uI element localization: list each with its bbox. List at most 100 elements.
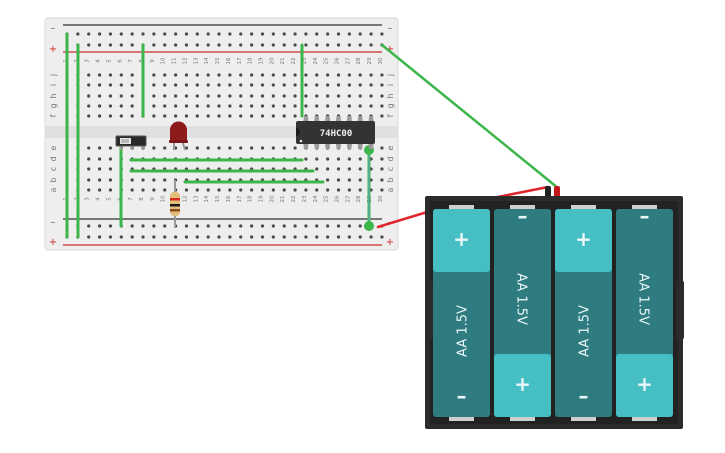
breadboard-hole[interactable]	[380, 167, 384, 171]
breadboard-hole[interactable]	[380, 83, 384, 87]
breadboard-hole[interactable]	[250, 94, 254, 98]
breadboard-hole[interactable]	[326, 94, 330, 98]
battery-pack[interactable]: +–AA 1.5V+–AA 1.5V+–AA 1.5V+–AA 1.5V	[425, 186, 684, 429]
breadboard-hole[interactable]	[369, 104, 373, 108]
breadboard-hole[interactable]	[347, 188, 351, 192]
rail-hole[interactable]	[239, 235, 243, 239]
breadboard-hole[interactable]	[141, 188, 145, 192]
breadboard-hole[interactable]	[206, 114, 210, 118]
breadboard-hole[interactable]	[358, 94, 362, 98]
switch-slider[interactable]	[120, 138, 131, 144]
breadboard-hole[interactable]	[228, 73, 232, 77]
breadboard-hole[interactable]	[369, 94, 373, 98]
rail-hole[interactable]	[87, 235, 91, 239]
breadboard-hole[interactable]	[108, 83, 113, 87]
breadboard-hole[interactable]	[271, 114, 275, 118]
breadboard-hole[interactable]	[206, 188, 210, 192]
breadboard-hole[interactable]	[152, 94, 156, 98]
breadboard-hole[interactable]	[217, 83, 221, 87]
breadboard-hole[interactable]	[97, 104, 102, 108]
rail-hole[interactable]	[260, 32, 265, 36]
rail-hole[interactable]	[206, 32, 210, 36]
rail-hole[interactable]	[315, 224, 319, 228]
breadboard-hole[interactable]	[184, 188, 189, 192]
rail-hole[interactable]	[271, 224, 275, 228]
breadboard-hole[interactable]	[228, 114, 232, 118]
breadboard-hole[interactable]	[282, 188, 286, 192]
rail-hole[interactable]	[358, 224, 362, 228]
breadboard-hole[interactable]	[87, 83, 91, 87]
rail-hole[interactable]	[336, 32, 341, 36]
breadboard-hole[interactable]	[347, 157, 351, 161]
breadboard-hole[interactable]	[87, 94, 91, 98]
breadboard-hole[interactable]	[293, 104, 297, 108]
breadboard-hole[interactable]	[119, 114, 123, 118]
breadboard-hole[interactable]	[228, 94, 232, 98]
rail-hole[interactable]	[358, 235, 362, 239]
breadboard-hole[interactable]	[87, 73, 91, 77]
rail-hole[interactable]	[108, 43, 113, 47]
breadboard-hole[interactable]	[282, 83, 286, 87]
breadboard-hole[interactable]	[152, 178, 156, 182]
breadboard-hole[interactable]	[97, 167, 102, 171]
breadboard-hole[interactable]	[304, 94, 308, 98]
breadboard-hole[interactable]	[326, 83, 330, 87]
rail-hole[interactable]	[369, 32, 373, 36]
breadboard-hole[interactable]	[358, 188, 362, 192]
rail-hole[interactable]	[195, 235, 199, 239]
breadboard-hole[interactable]	[174, 94, 178, 98]
breadboard-hole[interactable]	[206, 73, 210, 77]
rail-hole[interactable]	[217, 224, 221, 228]
rail-hole[interactable]	[119, 32, 123, 36]
breadboard-hole[interactable]	[293, 188, 297, 192]
breadboard-hole[interactable]	[119, 83, 123, 87]
breadboard-hole[interactable]	[130, 104, 134, 108]
breadboard-hole[interactable]	[304, 83, 308, 87]
rail-hole[interactable]	[195, 32, 199, 36]
rail-hole[interactable]	[195, 43, 199, 47]
breadboard-hole[interactable]	[271, 73, 275, 77]
rail-hole[interactable]	[293, 43, 297, 47]
breadboard-hole[interactable]	[152, 73, 156, 77]
rail-hole[interactable]	[380, 32, 384, 36]
breadboard-hole[interactable]	[228, 188, 232, 192]
breadboard-hole[interactable]	[152, 83, 156, 87]
breadboard-hole[interactable]	[315, 167, 319, 171]
breadboard-hole[interactable]	[239, 104, 243, 108]
breadboard-hole[interactable]	[260, 104, 265, 108]
breadboard-hole[interactable]	[217, 94, 221, 98]
breadboard-hole[interactable]	[250, 114, 254, 118]
breadboard-hole[interactable]	[184, 104, 189, 108]
breadboard-hole[interactable]	[174, 73, 178, 77]
breadboard-hole[interactable]	[163, 188, 167, 192]
breadboard-hole[interactable]	[347, 94, 351, 98]
breadboard-hole[interactable]	[108, 157, 113, 161]
breadboard-hole[interactable]	[228, 146, 232, 150]
rail-hole[interactable]	[97, 43, 102, 47]
rail-hole[interactable]	[239, 43, 243, 47]
rail-hole[interactable]	[304, 235, 308, 239]
rail-hole[interactable]	[108, 32, 113, 36]
breadboard-hole[interactable]	[271, 83, 275, 87]
rail-hole[interactable]	[87, 32, 91, 36]
breadboard-hole[interactable]	[304, 157, 308, 161]
breadboard-hole[interactable]	[174, 114, 178, 118]
rail-hole[interactable]	[217, 32, 221, 36]
rail-hole[interactable]	[304, 43, 308, 47]
rail-hole[interactable]	[228, 224, 232, 228]
rail-hole[interactable]	[152, 43, 156, 47]
rail-hole[interactable]	[87, 43, 91, 47]
resistor[interactable]	[170, 180, 180, 227]
breadboard-hole[interactable]	[108, 114, 113, 118]
breadboard-hole[interactable]	[152, 114, 156, 118]
rail-hole[interactable]	[304, 32, 308, 36]
breadboard-hole[interactable]	[315, 104, 319, 108]
rail-hole[interactable]	[282, 43, 286, 47]
breadboard-hole[interactable]	[206, 94, 210, 98]
breadboard-hole[interactable]	[228, 104, 232, 108]
rail-hole[interactable]	[174, 43, 178, 47]
rail-hole[interactable]	[217, 235, 221, 239]
breadboard-hole[interactable]	[195, 104, 199, 108]
breadboard-hole[interactable]	[87, 178, 91, 182]
breadboard-hole[interactable]	[87, 157, 91, 161]
